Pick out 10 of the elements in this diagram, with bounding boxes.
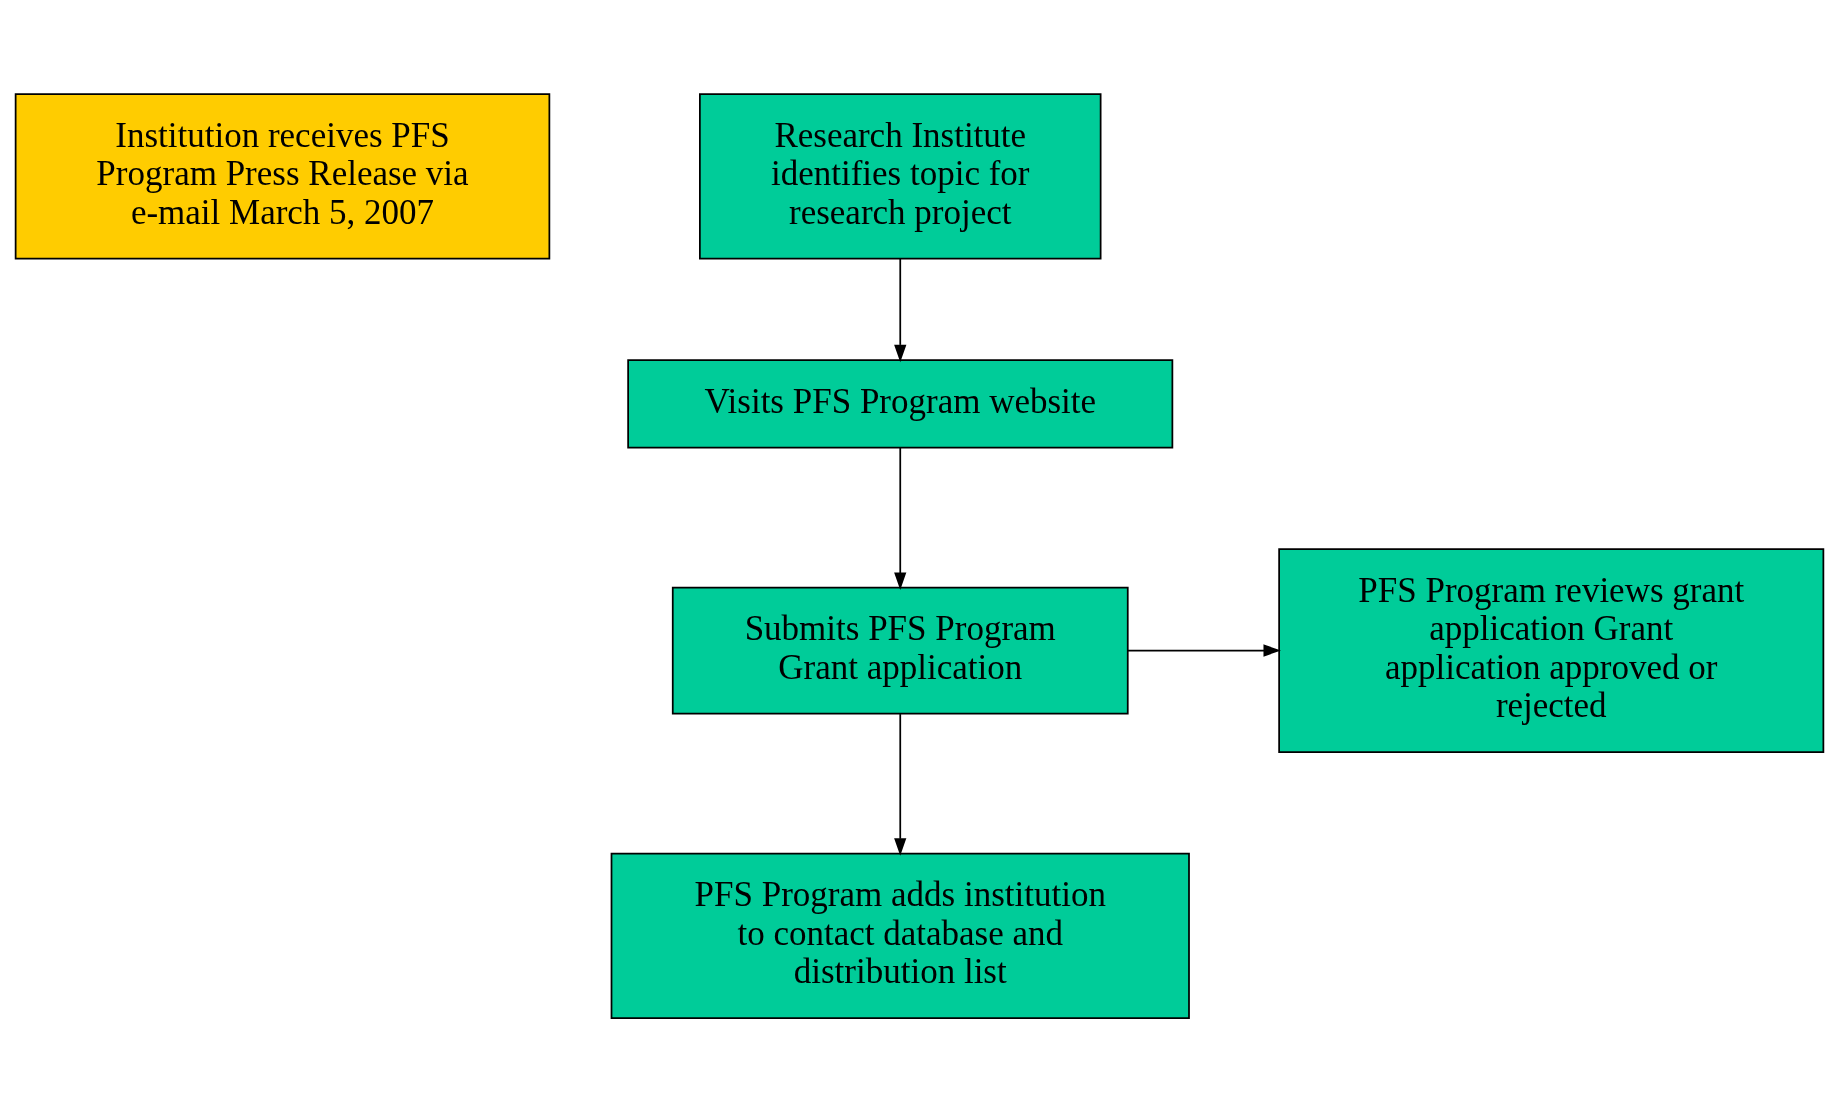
node-box: PFS Program reviews grant application Grant application approved or rejected [1278, 547, 1825, 753]
node-box: Research Institute identifies topic for research project [699, 92, 1102, 259]
node-box: Visits PFS Program website [627, 358, 1174, 448]
arrow [1126, 643, 1281, 657]
node-box: Submits PFS Program Grant application [671, 586, 1129, 714]
node-box: PFS Program adds institution to contact database and distribution list [610, 852, 1190, 1019]
arrow [894, 446, 907, 590]
arrow [894, 712, 907, 856]
arrow [894, 257, 907, 362]
node-box: Institution receives PFS Program Press Release via e-mail March 5, 2007 [14, 92, 551, 259]
